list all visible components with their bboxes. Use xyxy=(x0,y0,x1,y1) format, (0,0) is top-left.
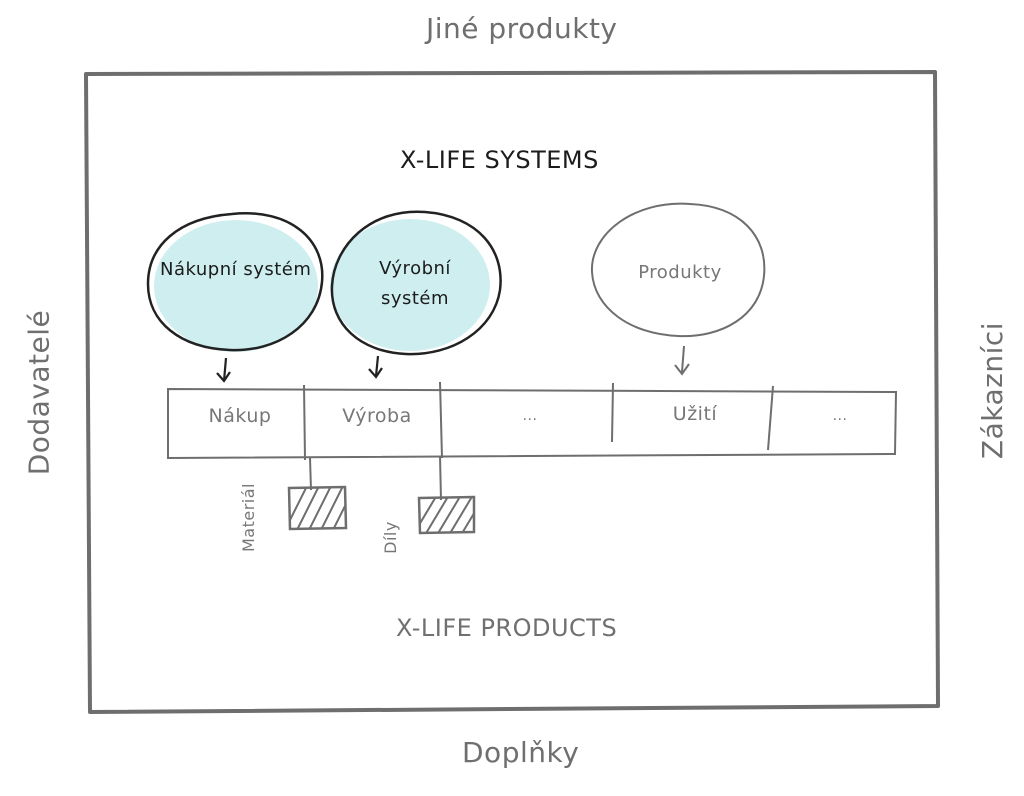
system-boundary-box xyxy=(84,70,940,714)
ellipse-produkty xyxy=(590,202,766,338)
lifecycle-cell-nakup: Nákup xyxy=(208,405,272,427)
lifecycle-cell-ellipsis-1: ... xyxy=(522,408,538,424)
ellipse-nakupni-system xyxy=(146,212,324,352)
output-connectors xyxy=(309,455,442,501)
label-zakaznici: Zákazníci xyxy=(976,321,1010,460)
ellipse-label-produkty: Produkty xyxy=(638,262,722,283)
arrow-nakup xyxy=(216,357,231,383)
footer-x-life-products: X-LIFE PRODUCTS xyxy=(396,614,618,642)
label-dodavatele: Dodavatelé xyxy=(22,309,56,476)
dily-box xyxy=(417,495,476,535)
ellipse-vyrobni-system xyxy=(330,210,502,356)
material-box xyxy=(287,485,348,531)
lifecycle-cell-ellipsis-2: ... xyxy=(832,408,848,424)
label-doplnky: Doplňky xyxy=(462,736,580,769)
lifecycle-bar xyxy=(167,381,898,461)
lifecycle-cell-uziti: Užití xyxy=(672,403,718,425)
arrow-vyroba xyxy=(368,355,383,379)
lifecycle-cell-vyroba: Výroba xyxy=(342,405,412,427)
output-label-material: Materiál xyxy=(239,483,258,552)
output-label-dily: Díly xyxy=(380,521,400,554)
label-jine-produkty: Jiné produkty xyxy=(426,12,618,45)
ellipse-label-nakupni-system: Nákupní systém xyxy=(160,259,312,280)
ellipse-label-vyrobni-system: Výrobní systém xyxy=(379,258,451,309)
title-x-life-systems: X-LIFE SYSTEMS xyxy=(400,146,599,174)
arrow-uziti xyxy=(674,345,690,376)
